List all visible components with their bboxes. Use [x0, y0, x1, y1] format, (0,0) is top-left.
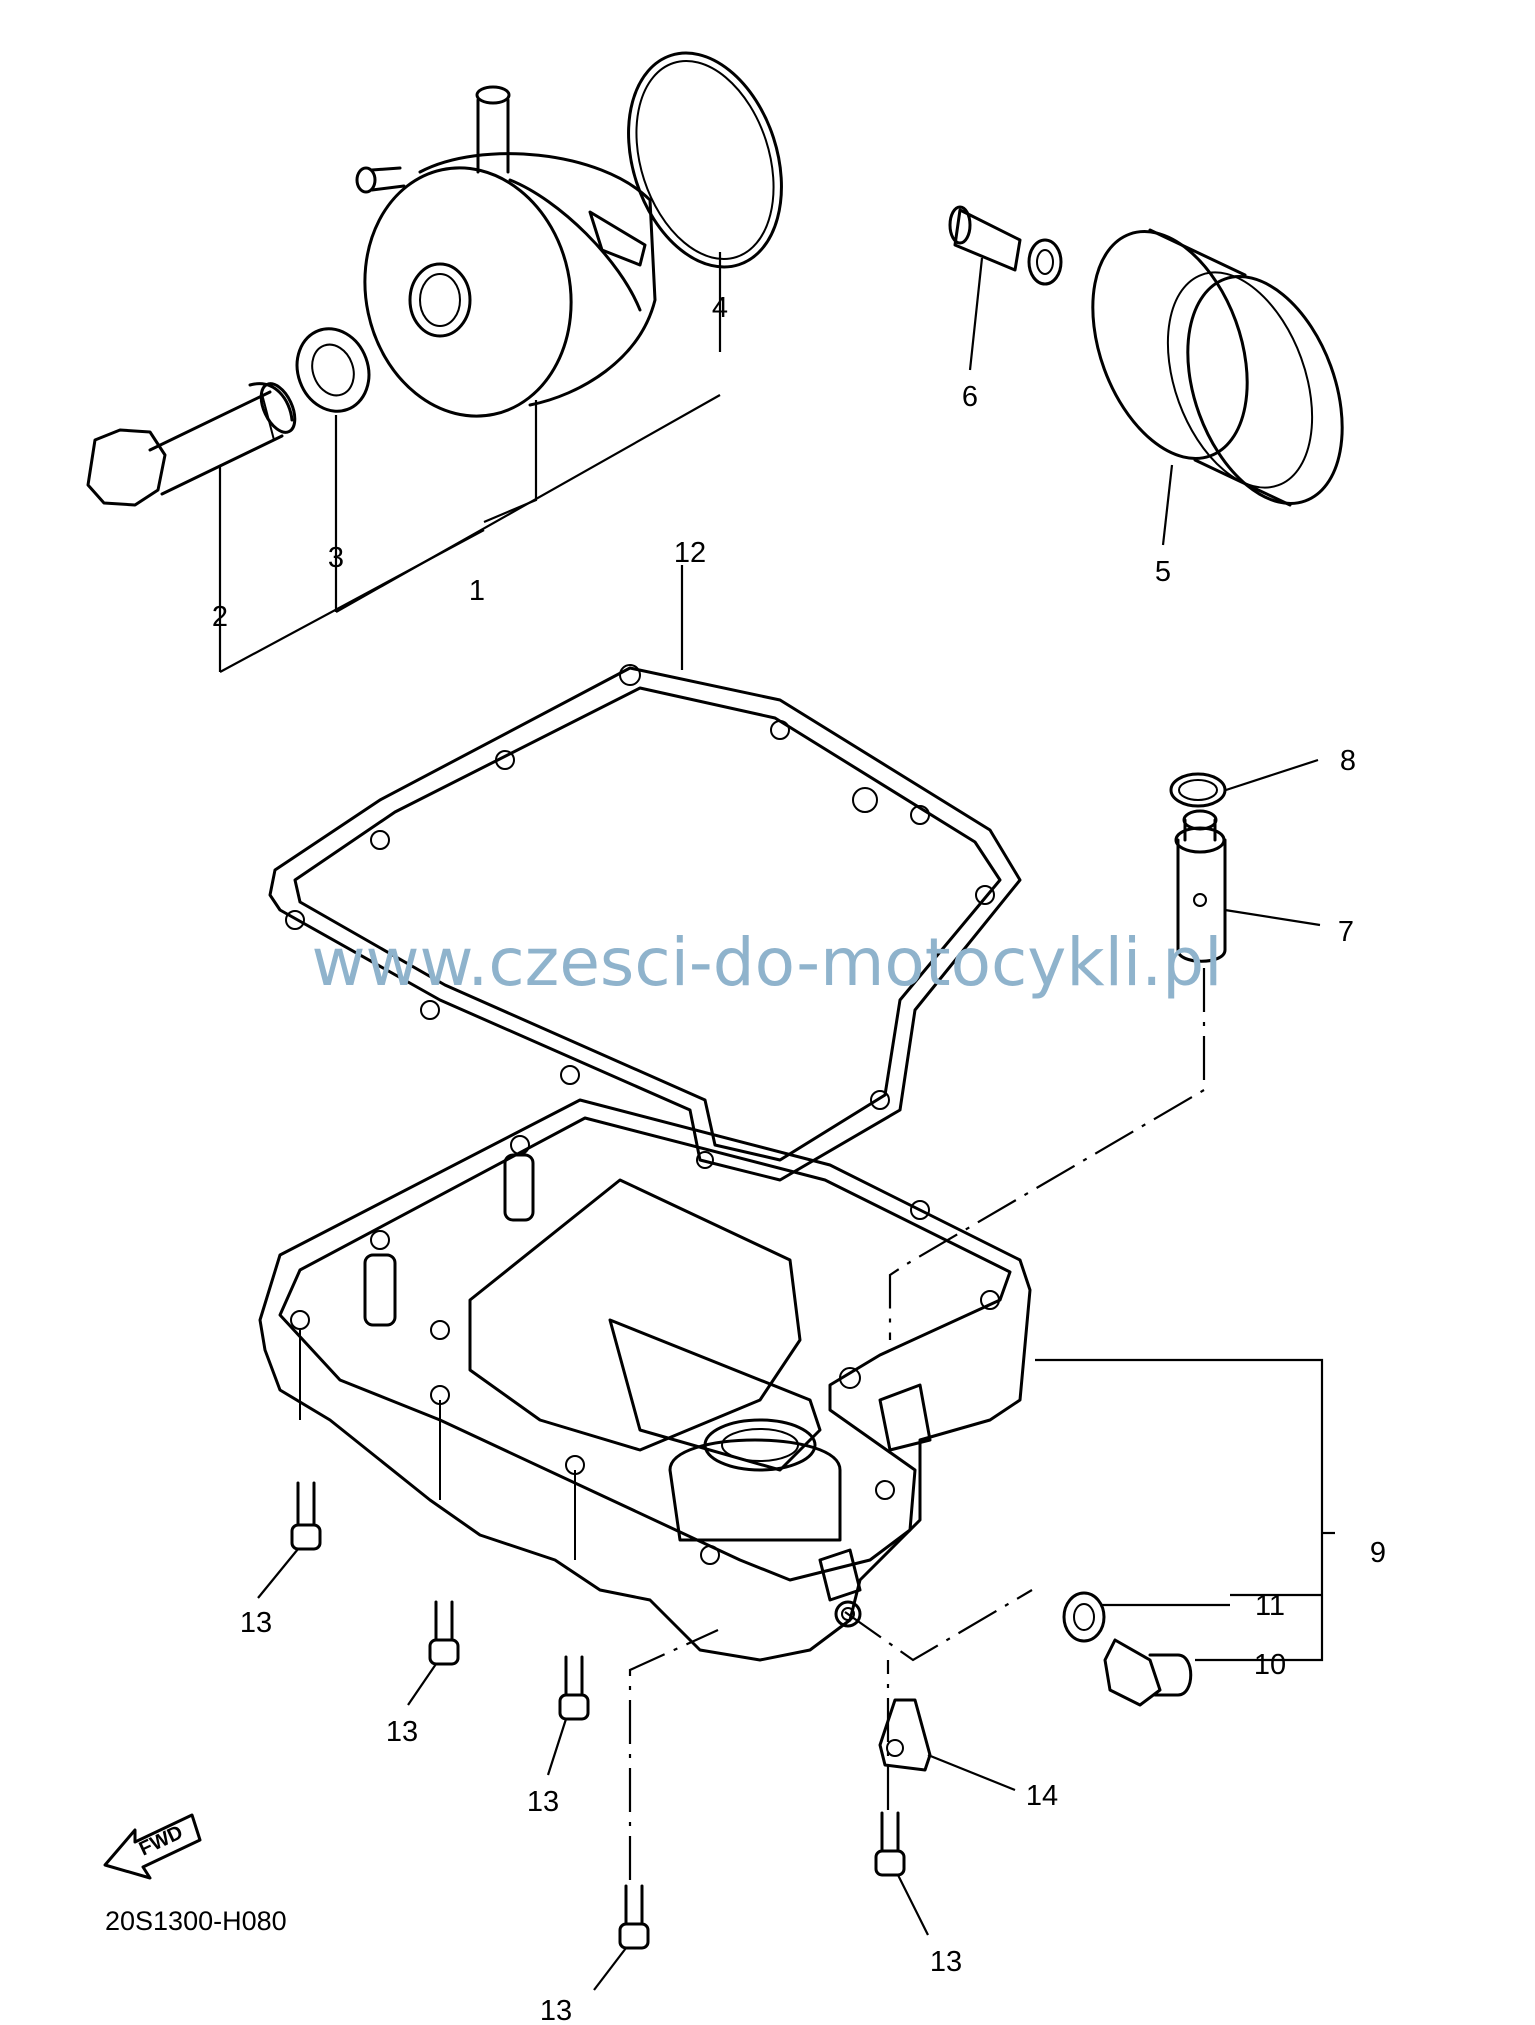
oil-filter [1091, 228, 1344, 507]
bolt-13-d [618, 1884, 650, 1950]
callout-10: 10 [1254, 1649, 1286, 1681]
callout-9: 9 [1370, 1537, 1386, 1569]
bolts [290, 1481, 906, 1950]
callout-13-c: 13 [527, 1786, 559, 1818]
callout-13-b: 13 [386, 1716, 418, 1748]
callout-14: 14 [1026, 1780, 1058, 1812]
callout-13-e: 13 [930, 1946, 962, 1978]
callout-6: 6 [962, 381, 978, 413]
callout-7: 7 [1338, 916, 1354, 948]
fwd-label: FWD [136, 1821, 187, 1860]
oil-pipe [1169, 772, 1227, 963]
washer-gasket [295, 327, 371, 413]
bolt-13-c [558, 1655, 590, 1721]
callout-1: 1 [469, 575, 485, 607]
callout-13-a: 13 [240, 1607, 272, 1639]
callout-11: 11 [1255, 1590, 1285, 1622]
watermark: www.czesci-do-motocykli.pl [312, 924, 1223, 1001]
callout-3: 3 [328, 542, 344, 574]
callout-2: 2 [212, 601, 228, 633]
callout-labels: 1 2 3 4 5 6 7 8 9 10 11 12 14 13 13 13 1… [212, 292, 1386, 2025]
oil-pan [258, 1098, 1032, 1662]
bolt-13-e [874, 1811, 906, 1877]
union-bolt [86, 382, 297, 507]
fwd-arrow-icon: FWD [103, 1813, 202, 1880]
callout-13-d: 13 [540, 1995, 572, 2025]
o-ring [627, 51, 783, 269]
diagram-code: 20S1300-H080 [105, 1906, 287, 1936]
bolt-13-b [428, 1600, 460, 1666]
drain-bolt-and-washer [1062, 1591, 1193, 1707]
oil-pan-gasket [268, 664, 1022, 1182]
callout-8: 8 [1340, 745, 1356, 777]
leader-lines [218, 252, 1335, 1991]
oil-filter-fitting [948, 205, 1063, 286]
bracket [878, 1698, 932, 1772]
callout-12: 12 [674, 537, 706, 569]
callout-5: 5 [1155, 556, 1171, 588]
bolt-13-a [290, 1481, 322, 1551]
oil-cooler [355, 85, 657, 418]
callout-4: 4 [712, 292, 728, 324]
